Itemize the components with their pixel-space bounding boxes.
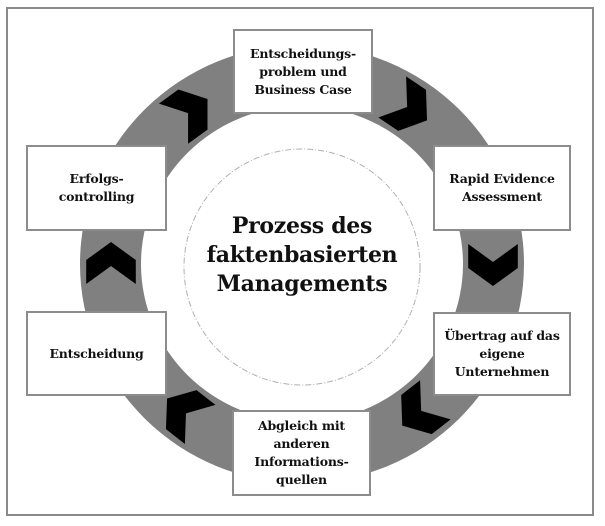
chevron-arrow-2 [468,244,518,286]
step-label: Abgleich mit anderen Informations- quell… [254,418,349,487]
chevron-arrow-6 [158,89,208,144]
chevron-arrow-1 [378,76,428,131]
step-label: Entscheidung [49,345,144,361]
step-box-rapid-evidence-assessment: Rapid Evidence Assessment [433,145,571,231]
step-box-uebertrag-unternehmen: Übertrag auf das eigene Unternehmen [433,312,571,396]
chevron-arrow-4 [165,390,216,444]
step-box-abgleich-informationsquellen: Abgleich mit anderen Informations- quell… [232,410,371,496]
step-box-erfolgscontrolling: Erfolgs- controlling [26,145,167,231]
center-circle [183,148,421,386]
step-label: Erfolgs- controlling [58,171,135,204]
chevron-arrow-5 [86,242,136,284]
step-label: Rapid Evidence Assessment [449,171,555,204]
step-label: Übertrag auf das eigene Unternehmen [444,328,560,379]
step-label: Entscheidungs- problem und Business Case [250,45,356,97]
step-box-problem-business-case: Entscheidungs- problem und Business Case [233,29,373,114]
process-title: Prozess des faktenbasierten Managements [206,213,398,297]
step-box-entscheidung: Entscheidung [26,311,167,396]
chevron-arrow-3 [401,380,451,435]
